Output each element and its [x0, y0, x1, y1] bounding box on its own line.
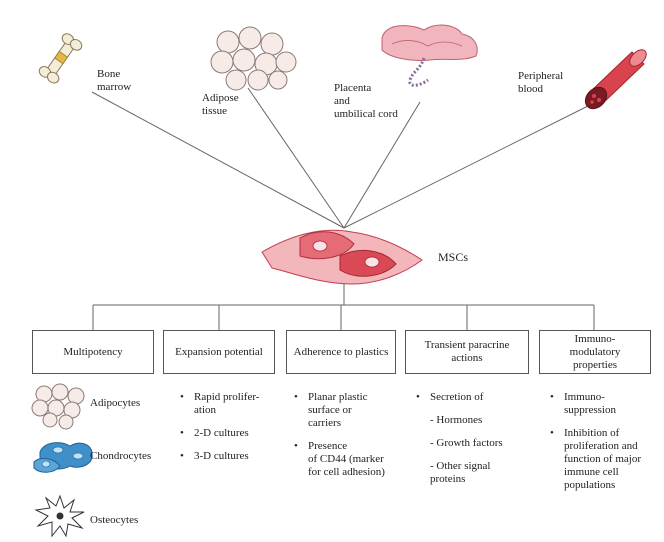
list-subitem: - Hormones: [430, 414, 483, 426]
box-immunomodulatory-properties: Immuno- modulatory properties: [539, 330, 651, 374]
label-osteocytes: Osteocytes: [90, 514, 139, 526]
source-label-peripheral-blood: Peripheral blood: [518, 70, 564, 95]
chondrocytes-icon: [33, 442, 93, 473]
list-item: 3-D cultures: [178, 450, 278, 463]
mscs-label: MSCs: [438, 250, 469, 264]
list-item: Secretion of: [414, 391, 534, 404]
list-item: Presence of CD44 (marker for cell adhesi…: [292, 440, 404, 479]
line-peripheral-blood: [343, 99, 601, 229]
list-item: Planar plastic surface or carriers: [292, 391, 404, 430]
line-adipose: [247, 87, 345, 229]
box-expansion-potential: Expansion potential: [163, 330, 275, 374]
source-label-bone-marrow: Bone marrow: [97, 68, 132, 93]
box-adherence-to-plastics: Adherence to plastics: [286, 330, 396, 374]
source-label-adipose-tissue: Adipose tissue: [202, 92, 239, 117]
source-label-placenta: Placenta and umbilical cord: [334, 82, 398, 120]
box-transient-paracrine-actions: Transient paracrine actions: [405, 330, 529, 374]
list-item: Rapid prolifer- ation: [178, 391, 278, 417]
list-item: Inhibition of proliferation and function…: [548, 427, 660, 492]
blood-vessel-icon: [584, 49, 647, 110]
osteocytes-icon: [34, 494, 85, 538]
source-lines: [91, 87, 601, 229]
list-item: 2-D cultures: [178, 427, 278, 440]
list-item: Immuno- suppression: [548, 391, 660, 417]
adipocytes-icon: [31, 383, 85, 430]
paracrine-list: Secretion of - Hormones - Growth factors…: [414, 391, 534, 496]
msc-cells-icon: [261, 229, 423, 285]
immuno-list: Immuno- suppression Inhibition of prolif…: [548, 391, 660, 502]
list-subitem: - Growth factors: [430, 437, 503, 449]
label-chondrocytes: Chondrocytes: [90, 450, 152, 462]
expansion-list: Rapid prolifer- ation 2-D cultures 3-D c…: [178, 391, 278, 473]
line-bone-marrow: [91, 91, 345, 229]
line-placenta: [343, 101, 421, 229]
adherence-list: Planar plastic surface or carriers Prese…: [292, 391, 404, 489]
bone-icon: [38, 33, 83, 84]
adipose-cells-icon: [210, 26, 297, 91]
tree-connectors: [92, 284, 595, 330]
placenta-icon: [381, 24, 478, 87]
list-subitem: - Other signal proteins: [430, 460, 491, 485]
label-adipocytes: Adipocytes: [90, 397, 141, 409]
box-multipotency: Multipotency: [32, 330, 154, 374]
